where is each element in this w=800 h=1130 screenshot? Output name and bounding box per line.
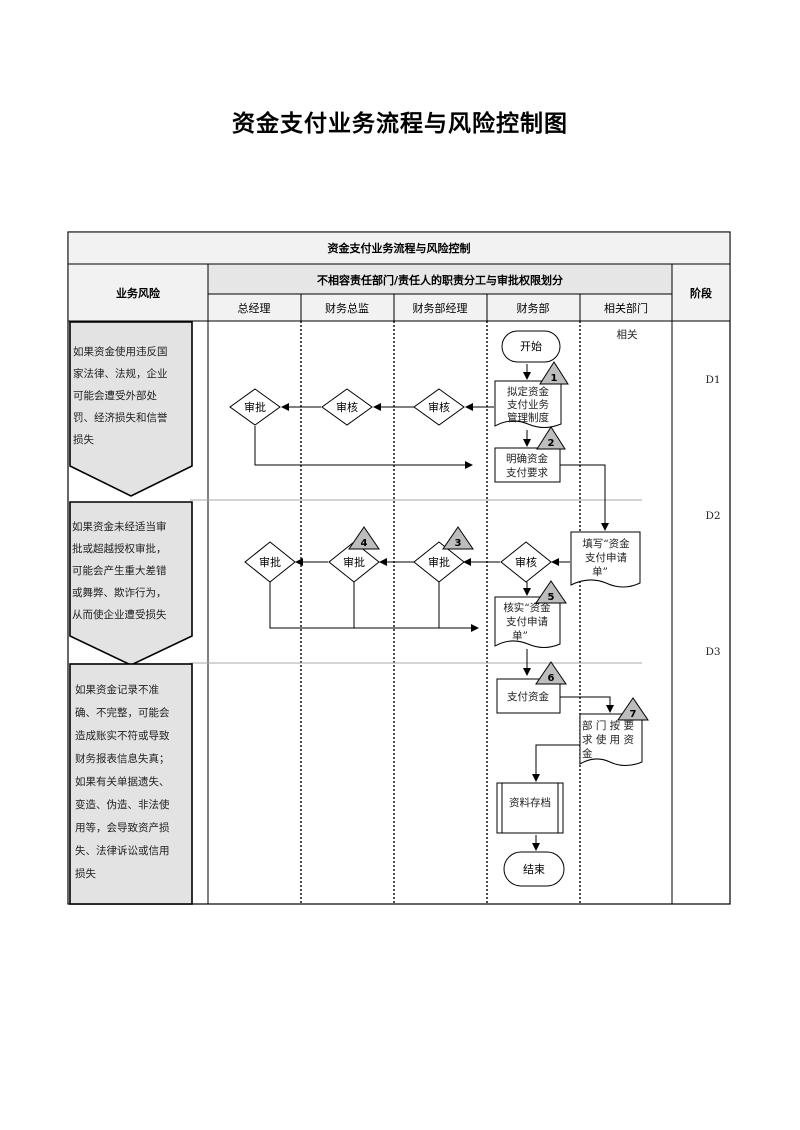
cfo-review-diamond: 审核 bbox=[321, 388, 373, 426]
risk-d1-line: 损失 bbox=[73, 433, 94, 446]
role-related-dept: 相关部门 bbox=[604, 301, 648, 315]
control-marker-5: 5 bbox=[535, 580, 567, 604]
svg-text:6: 6 bbox=[548, 673, 555, 684]
svg-text:支付申请: 支付申请 bbox=[506, 615, 548, 628]
finance-manager-review-diamond: 审核 bbox=[413, 388, 465, 426]
fill-payment-request-document: 填写“资金 支付申请 单” bbox=[570, 531, 641, 588]
risk-d3-line: 用等，会导致资产损 bbox=[75, 821, 170, 834]
end-terminal: 结束 bbox=[503, 851, 565, 887]
svg-text:2: 2 bbox=[548, 438, 555, 449]
lane-dividers bbox=[300, 321, 581, 904]
risk-d3-line: 如果资金记录不准 bbox=[75, 683, 159, 696]
svg-text:审核: 审核 bbox=[428, 400, 450, 414]
svg-text:资料存档: 资料存档 bbox=[509, 796, 551, 809]
page-title: 资金支付业务流程与风险控制图 bbox=[232, 111, 568, 137]
verify-payment-request-document: 核实“资金 支付申请 单” bbox=[494, 596, 561, 648]
control-marker-6: 6 bbox=[535, 661, 567, 685]
risk-d1-line: 罚、经济损失和信誉 bbox=[73, 411, 168, 424]
archive-records-box: 资料存档 bbox=[496, 782, 564, 834]
start-terminal: 开始 bbox=[501, 330, 561, 363]
risk-d3-line: 确、不完整，可能会 bbox=[75, 706, 170, 719]
risk-d3-line: 损失 bbox=[75, 867, 96, 880]
role-general-manager: 总经理 bbox=[238, 301, 271, 315]
risk-column-header: 业务风险 bbox=[116, 286, 161, 300]
svg-text:支付申请: 支付申请 bbox=[585, 551, 627, 564]
stage-d1: D1 bbox=[705, 374, 720, 386]
svg-text:单”: 单” bbox=[512, 630, 528, 642]
svg-text:3: 3 bbox=[455, 538, 462, 549]
svg-text:支付资金: 支付资金 bbox=[507, 690, 549, 703]
risk-d2-line: 批或超越授权审批， bbox=[72, 542, 167, 555]
stage-separators bbox=[190, 499, 642, 664]
department-use-funds-document: 部 门 按 要 求 使 用 资 金 bbox=[579, 713, 643, 766]
stage-column-header: 阶段 bbox=[690, 286, 712, 300]
risk-block-d1: 如果资金使用违反国 家法律、法规，企业 可能会遭受外部处 罚、经济损失和信誉 损… bbox=[69, 321, 193, 497]
svg-text:审核: 审核 bbox=[515, 555, 537, 569]
svg-text:支付要求: 支付要求 bbox=[506, 466, 548, 479]
risk-d3-line: 如果有关单据遗失、 bbox=[75, 775, 170, 788]
control-marker-2: 2 bbox=[536, 426, 566, 450]
svg-text:结束: 结束 bbox=[523, 863, 545, 876]
cfo-approve-diamond: 审批 bbox=[328, 541, 380, 583]
svg-text:单”: 单” bbox=[592, 566, 608, 578]
finance-manager-approve-diamond: 审批 bbox=[413, 541, 465, 583]
table-frame bbox=[67, 231, 731, 905]
risk-d3-line: 失、法律诉讼或信用 bbox=[75, 844, 170, 857]
risk-d3-line: 财务报表信息失真； bbox=[75, 752, 170, 765]
risk-d2-line: 从而使企业遭受损失 bbox=[72, 608, 167, 621]
control-marker-1: 1 bbox=[539, 361, 569, 385]
svg-text:金: 金 bbox=[582, 747, 593, 760]
gm-approve-diamond-d2: 审批 bbox=[244, 541, 296, 583]
svg-text:5: 5 bbox=[548, 592, 555, 603]
control-marker-3: 3 bbox=[442, 526, 474, 550]
finance-dept-review-diamond: 审核 bbox=[500, 541, 552, 583]
svg-text:拟定资金: 拟定资金 bbox=[507, 385, 549, 398]
svg-text:4: 4 bbox=[361, 538, 368, 549]
svg-text:求 使 用 资: 求 使 用 资 bbox=[582, 733, 634, 746]
svg-text:开始: 开始 bbox=[520, 339, 542, 353]
division-header: 不相容责任部门/责任人的职责分工与审批权限划分 bbox=[317, 273, 563, 287]
svg-text:1: 1 bbox=[551, 373, 558, 384]
draft-policy-document: 拟定资金 支付业务 管理制度 bbox=[494, 380, 562, 428]
svg-text:7: 7 bbox=[630, 709, 637, 720]
risk-d2-line: 可能会产生重大差错 bbox=[72, 564, 167, 577]
risk-d1-line: 如果资金使用违反国 bbox=[73, 345, 168, 358]
gm-approve-diamond-d1: 审批 bbox=[229, 388, 281, 426]
svg-text:支付业务: 支付业务 bbox=[507, 398, 549, 411]
risk-block-d2: 如果资金未经适当审 批或超越授权审批， 可能会产生重大差错 或舞弊、欺诈行为， … bbox=[69, 501, 193, 666]
risk-d2-line: 或舞弊、欺诈行为， bbox=[72, 586, 167, 599]
related-note: 相关 bbox=[617, 328, 638, 341]
svg-text:审批: 审批 bbox=[244, 400, 266, 414]
svg-text:审核: 审核 bbox=[336, 400, 358, 414]
risk-block-d3: 如果资金记录不准 确、不完整，可能会 造成账实不符或导致 财务报表信息失真； 如… bbox=[69, 663, 193, 905]
svg-text:部 门 按 要: 部 门 按 要 bbox=[582, 719, 634, 732]
svg-text:填写“资金: 填写“资金 bbox=[582, 537, 630, 550]
connectors bbox=[254, 364, 614, 851]
table-header: 资金支付业务流程与风险控制 bbox=[328, 241, 471, 255]
pay-funds-box: 支付资金 bbox=[496, 678, 561, 714]
svg-text:明确资金: 明确资金 bbox=[506, 452, 548, 465]
stage-d3: D3 bbox=[705, 646, 720, 658]
svg-text:审批: 审批 bbox=[428, 555, 450, 569]
role-finance-dept: 财务部 bbox=[517, 301, 550, 315]
risk-d3-line: 变造、伪造、非法使 bbox=[75, 798, 170, 811]
risk-d1-line: 可能会遭受外部处 bbox=[73, 389, 157, 402]
define-payment-requirements-box: 明确资金 支付要求 bbox=[494, 447, 561, 483]
svg-text:核实“资金: 核实“资金 bbox=[503, 601, 551, 614]
risk-d2-line: 如果资金未经适当审 bbox=[72, 520, 167, 533]
svg-text:审批: 审批 bbox=[259, 555, 281, 569]
role-cfo: 财务总监 bbox=[325, 301, 369, 315]
risk-d3-line: 造成账实不符或导致 bbox=[75, 729, 170, 742]
risk-d1-line: 家法律、法规，企业 bbox=[73, 367, 168, 380]
svg-text:管理制度: 管理制度 bbox=[507, 411, 549, 424]
role-finance-manager: 财务部经理 bbox=[413, 301, 468, 315]
control-marker-7: 7 bbox=[617, 697, 649, 721]
control-marker-4: 4 bbox=[348, 526, 380, 550]
svg-text:审批: 审批 bbox=[343, 555, 365, 569]
stage-d2: D2 bbox=[705, 510, 720, 522]
